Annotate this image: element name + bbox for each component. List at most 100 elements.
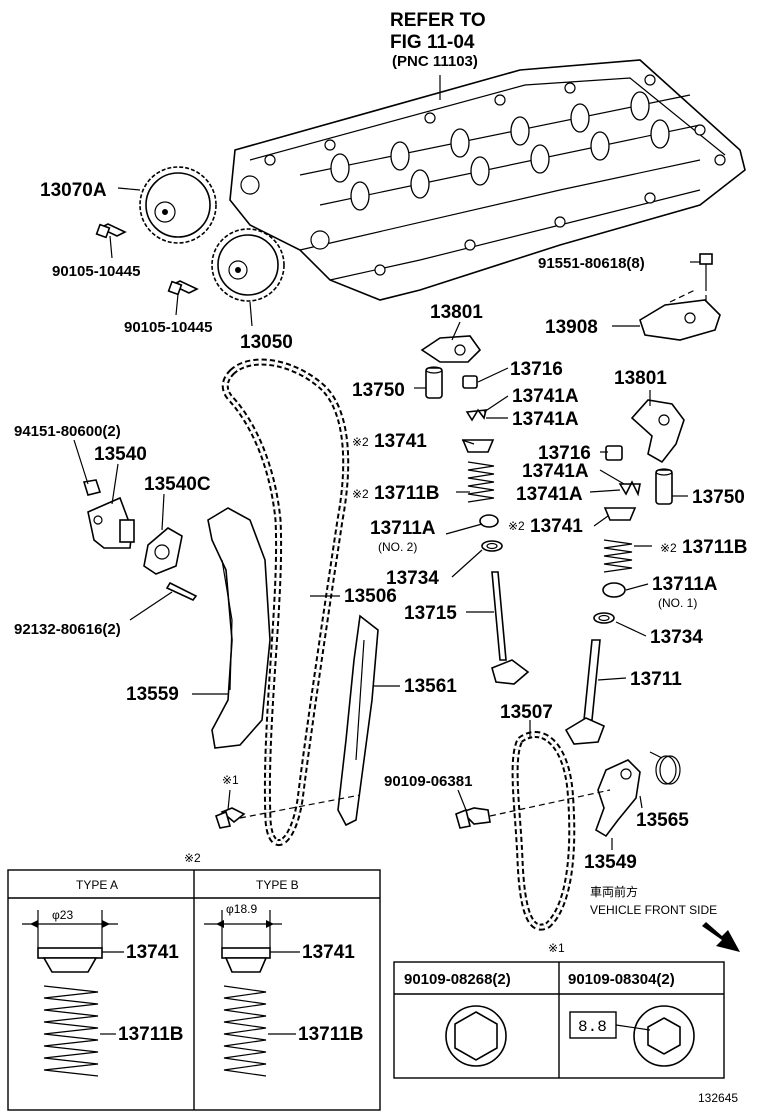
- label-13540[interactable]: 13540: [94, 444, 147, 465]
- socket-bolt-head-marked: 8.8: [569, 1005, 695, 1067]
- label-13750-b[interactable]: 13750: [692, 487, 745, 508]
- refer-line-2: FIG 11-04: [390, 32, 475, 53]
- label-92132[interactable]: 92132-80616(2): [14, 621, 121, 638]
- label-13741A-d[interactable]: 13741A: [516, 484, 583, 505]
- label-90109-06381[interactable]: 90109-06381: [384, 773, 472, 790]
- intake-valve-13711: [564, 639, 606, 745]
- gear-bolt-90105-b: [167, 280, 199, 296]
- type-a-spring-label[interactable]: 13711B: [118, 1024, 184, 1045]
- rocker-arm-13801-a: [420, 335, 482, 363]
- label-13549[interactable]: 13549: [584, 852, 637, 873]
- valve-keeper-13741A-a: [465, 408, 488, 422]
- bolt-col-2-heading: 90109-08304(2): [568, 971, 675, 988]
- refer-line-3: (PNC 11103): [392, 53, 478, 70]
- label-13734-a[interactable]: 13734: [386, 568, 439, 589]
- label-13711A-b-sub: (NO. 1): [658, 596, 697, 610]
- type-b-spring-label[interactable]: 13711B: [298, 1024, 364, 1045]
- type-b-diameter: φ18.9: [226, 902, 257, 916]
- bolt-grade-mark: 8.8: [578, 1018, 607, 1036]
- label-13711[interactable]: 13711: [630, 669, 682, 690]
- label-13711A-b[interactable]: 13711A: [652, 574, 718, 595]
- type-b-heading: TYPE B: [256, 878, 299, 892]
- mark-1-a: ※1: [222, 773, 239, 787]
- label-13711A-a[interactable]: 13711A: [370, 518, 436, 539]
- stud-92132: [165, 581, 198, 601]
- type-comparison-box: TYPE A TYPE B φ23 13741 13711B φ18.9 137…: [7, 869, 381, 1111]
- label-90105-b[interactable]: 90105-10445: [124, 319, 212, 336]
- spring-seat-13711A-b: [602, 582, 626, 598]
- label-13741-a[interactable]: 13741: [374, 431, 427, 452]
- label-13711B-a[interactable]: 13711B: [374, 483, 440, 504]
- gasket-13540C: [143, 527, 183, 575]
- hex-bolt-head-plain: [445, 1005, 507, 1067]
- label-13741A-a[interactable]: 13741A: [512, 386, 579, 407]
- label-13070A[interactable]: 13070A: [40, 180, 107, 201]
- mark-2-type-box: ※2: [184, 851, 201, 865]
- label-13540C[interactable]: 13540C: [144, 474, 211, 495]
- mark-2-c: ※2: [508, 519, 525, 533]
- valve-keeper-13741A-b: [618, 480, 641, 497]
- label-13741A-b[interactable]: 13741A: [512, 409, 579, 430]
- mark-2-b: ※2: [352, 487, 369, 501]
- bracket-13908: [639, 289, 721, 341]
- label-13559[interactable]: 13559: [126, 684, 179, 705]
- type-a-retainer-label[interactable]: 13741: [126, 942, 179, 963]
- lash-adjuster-13750-b: [655, 468, 673, 505]
- install-line-a: [239, 794, 361, 819]
- type-a-heading: TYPE A: [76, 878, 118, 892]
- label-13561[interactable]: 13561: [404, 676, 457, 697]
- label-13715[interactable]: 13715: [404, 603, 457, 624]
- label-13734-b[interactable]: 13734: [650, 627, 703, 648]
- valve-stem-cap-13716-a: [462, 375, 478, 389]
- label-90105-a[interactable]: 90105-10445: [52, 263, 140, 280]
- label-13716-b[interactable]: 13716: [538, 443, 591, 464]
- label-13050[interactable]: 13050: [240, 332, 293, 353]
- mark-2-a: ※2: [352, 435, 369, 449]
- label-91551[interactable]: 91551-80618(8): [538, 255, 645, 272]
- vehicle-front-jp: 車両前方: [590, 884, 638, 899]
- valve-seal-13734-a: [481, 540, 503, 552]
- label-13741A-c[interactable]: 13741A: [522, 461, 589, 482]
- timing-chain-13506: [221, 358, 350, 846]
- valve-spring-13711B-a: [467, 461, 495, 503]
- bolt-marked-1: [215, 807, 246, 829]
- bolt-94151: [82, 479, 102, 496]
- spring-seat-13711A-a: [479, 514, 499, 528]
- leader-lines: [73, 187, 700, 850]
- exhaust-valve-13715: [491, 571, 530, 685]
- chain-guide-13561: [337, 614, 379, 827]
- chain-slipper-13559: [207, 507, 271, 749]
- label-94151[interactable]: 94151-80600(2): [14, 423, 121, 440]
- label-13908[interactable]: 13908: [545, 317, 598, 338]
- label-13801-a[interactable]: 13801: [430, 302, 483, 323]
- type-b-retainer-label[interactable]: 13741: [302, 942, 355, 963]
- spring-retainer-13741-b: [603, 507, 637, 521]
- oil-pump-chain-13507: [511, 731, 576, 931]
- cam-gear-13050: [211, 228, 285, 302]
- cylinder-head: [229, 59, 746, 301]
- rocker-arm-13801-b: [630, 399, 685, 464]
- chain-tensioner-arm-13549: [595, 759, 641, 838]
- label-13565[interactable]: 13565: [636, 810, 689, 831]
- chain-tensioner-13540: [87, 496, 135, 549]
- vehicle-front-en: VEHICLE FRONT SIDE: [590, 903, 717, 917]
- valve-seal-13734-b: [593, 612, 615, 624]
- label-13711A-a-sub: (NO. 2): [378, 540, 417, 554]
- figure-number: 132645: [698, 1091, 738, 1105]
- vvt-gear-13070A: [139, 166, 217, 244]
- label-13750-a[interactable]: 13750: [352, 380, 405, 401]
- label-13741-b[interactable]: 13741: [530, 516, 583, 537]
- type-a-diameter: φ23: [52, 908, 73, 922]
- mark-2-d: ※2: [660, 541, 677, 555]
- label-13716-a[interactable]: 13716: [510, 359, 563, 380]
- valve-stem-cap-13716-b: [605, 445, 623, 461]
- label-13711B-b[interactable]: 13711B: [682, 537, 748, 558]
- bolt-col-1-heading: 90109-08268(2): [404, 971, 511, 988]
- bolt-91551: [699, 253, 713, 320]
- bolt-90109-06381: [455, 807, 491, 829]
- label-13506[interactable]: 13506: [344, 586, 397, 607]
- label-13801-b[interactable]: 13801: [614, 368, 667, 389]
- label-13507[interactable]: 13507: [500, 702, 553, 723]
- install-line-b: [489, 789, 611, 817]
